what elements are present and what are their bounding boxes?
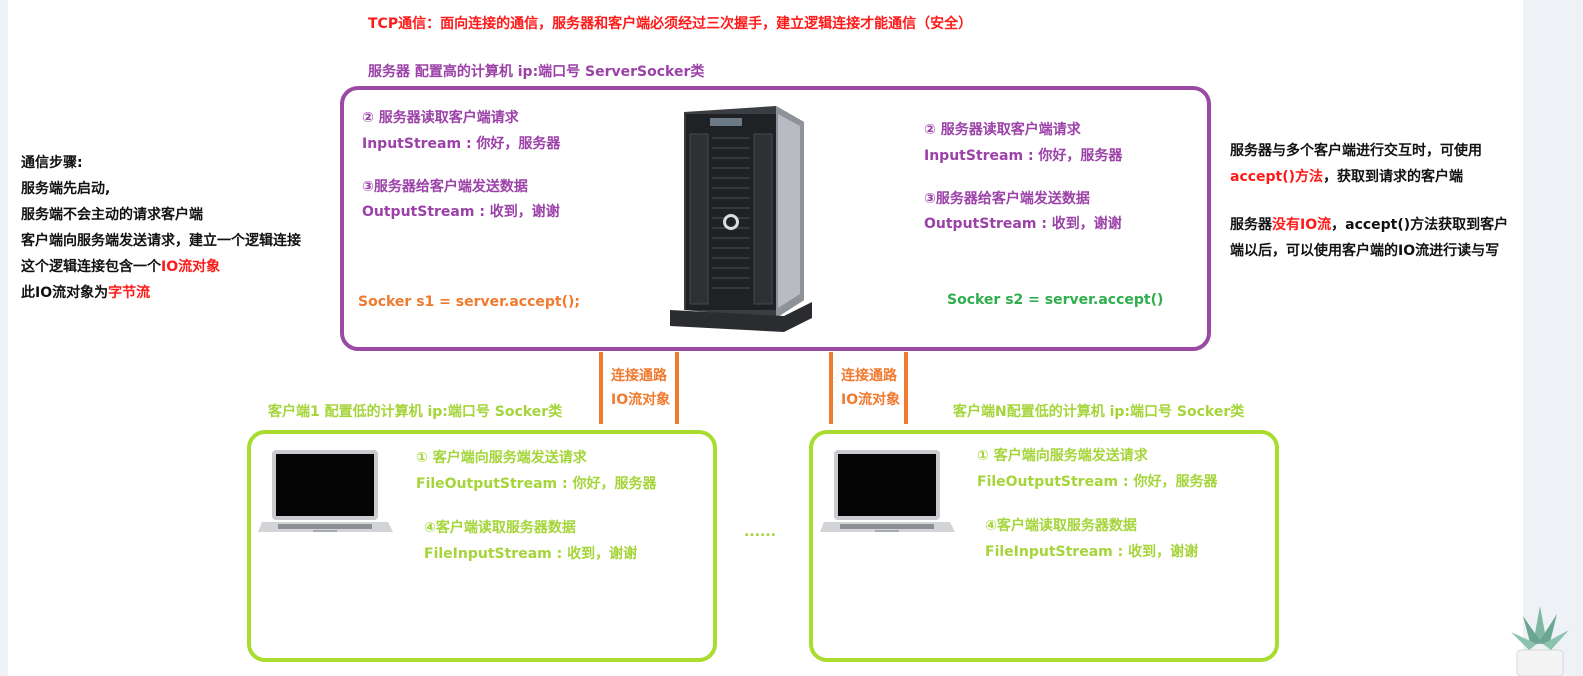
connector-line-left-1 — [599, 352, 603, 424]
server-box — [340, 86, 1211, 351]
steps-line-3: 客户端向服务端发送请求，建立一个逻辑连接 — [21, 233, 301, 249]
steps-line-4-text: 这个逻辑连接包含一个 — [21, 259, 161, 275]
steps-line-1: 服务端先启动, — [21, 181, 111, 197]
channel-label-right-2: IO流对象 — [841, 392, 901, 408]
note-line-2-text: ，获取到请求的客户端 — [1323, 169, 1464, 185]
connector-line-right-2 — [904, 352, 908, 424]
server-caption: 服务器 配置高的计算机 ip:端口号 ServerSocker类 — [368, 64, 705, 80]
client1-read-stream: FileInputStream : 收到，谢谢 — [424, 546, 638, 562]
no-io-stream-highlight: 没有IO流 — [1272, 217, 1332, 233]
server-right-send-step: ③服务器给客户端发送数据 — [924, 191, 1090, 207]
io-object-highlight: IO流对象 — [161, 259, 221, 275]
byte-stream-highlight: 字节流 — [108, 285, 151, 301]
note-line-2: accept()方法，获取到请求的客户端 — [1230, 164, 1482, 190]
client1-send-step: ① 客户端向服务端发送请求 — [416, 450, 587, 466]
laptop-icon — [258, 450, 393, 532]
clientn-caption: 客户端N配置低的计算机 ip:端口号 Socker类 — [953, 404, 1245, 420]
note-line-4: 端以后，可以使用客户端的IO流进行读与写 — [1230, 243, 1500, 259]
server-tower-icon — [670, 106, 812, 332]
clientn-send-stream: FileOutputStream : 你好，服务器 — [977, 474, 1218, 490]
server-left-send-stream: OutputStream : 收到，谢谢 — [362, 204, 560, 220]
note-line-3-suffix: ，accept()方法获取到客户 — [1331, 217, 1509, 233]
client1-caption: 客户端1 配置低的计算机 ip:端口号 Socker类 — [268, 404, 563, 420]
clientn-read-step: ④客户端读取服务器数据 — [985, 518, 1137, 534]
server-left-read-stream: InputStream : 你好，服务器 — [362, 136, 561, 152]
connector-line-right-1 — [829, 352, 833, 424]
server-right-read-stream: InputStream : 你好，服务器 — [924, 148, 1123, 164]
diagram-title: TCP通信：面向连接的通信，服务器和客户端必须经过三次握手，建立逻辑连接才能通信… — [368, 16, 973, 32]
note-line-3: 服务器没有IO流，accept()方法获取到客户 — [1230, 212, 1508, 238]
communication-steps: 通信步骤: 服务端先启动, 服务端不会主动的请求客户端 客户端向服务端发送请求，… — [21, 150, 301, 306]
note-line-1: 服务器与多个客户端进行交互时，可使用 — [1230, 143, 1482, 159]
steps-line-2: 服务端不会主动的请求客户端 — [21, 207, 203, 223]
server-accept-s2: Socker s2 = server.accept() — [947, 292, 1164, 308]
more-clients-ellipsis: ...... — [744, 524, 776, 540]
clientn-send-step: ① 客户端向服务端发送请求 — [977, 448, 1148, 464]
multi-client-note: 服务器与多个客户端进行交互时，可使用 accept()方法，获取到请求的客户端 — [1230, 138, 1482, 190]
note-line-3-prefix: 服务器 — [1230, 217, 1272, 233]
connector-line-left-2 — [675, 352, 679, 424]
steps-heading: 通信步骤: — [21, 155, 83, 171]
server-io-note: 服务器没有IO流，accept()方法获取到客户 端以后，可以使用客户端的IO流… — [1230, 212, 1508, 264]
server-right-read-step: ② 服务器读取客户端请求 — [924, 122, 1081, 138]
steps-line-5: 此IO流对象为字节流 — [21, 280, 301, 306]
channel-label-left-2: IO流对象 — [611, 392, 671, 408]
clientn-read-stream: FileInputStream : 收到，谢谢 — [985, 544, 1199, 560]
laptop-icon — [820, 450, 955, 532]
client1-box — [247, 430, 717, 662]
clientn-box — [809, 430, 1279, 662]
server-left-read-step: ② 服务器读取客户端请求 — [362, 110, 519, 126]
client1-send-stream: FileOutputStream : 你好，服务器 — [416, 476, 657, 492]
server-right-send-stream: OutputStream : 收到，谢谢 — [924, 216, 1122, 232]
server-left-send-step: ③服务器给客户端发送数据 — [362, 179, 528, 195]
steps-line-4: 这个逻辑连接包含一个IO流对象 — [21, 254, 301, 280]
accept-method-highlight: accept()方法 — [1230, 169, 1324, 185]
client1-read-step: ④客户端读取服务器数据 — [424, 520, 576, 536]
server-accept-s1: Socker s1 = server.accept(); — [358, 294, 580, 310]
channel-label-left-1: 连接通路 — [611, 368, 667, 384]
channel-label-right-1: 连接通路 — [841, 368, 897, 384]
steps-line-5-text: 此IO流对象为 — [21, 285, 109, 301]
plant-icon — [1511, 606, 1569, 676]
